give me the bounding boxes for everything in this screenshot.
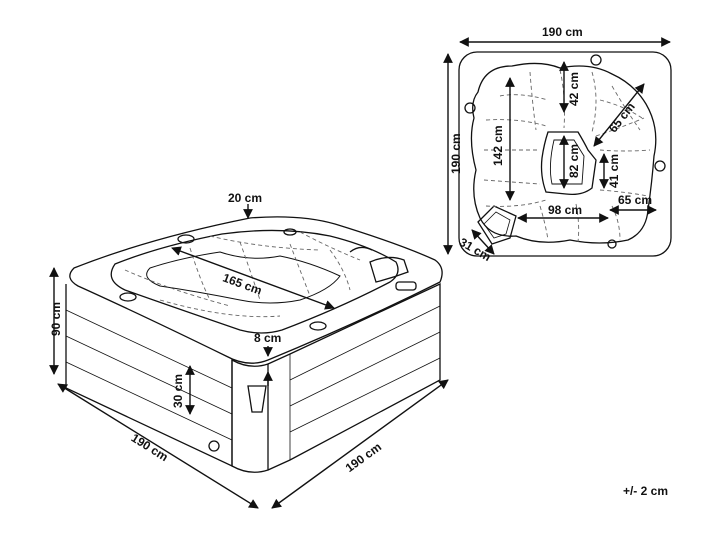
label-seat-depth: 42 cm (567, 72, 581, 106)
top-view-footwell-inner (549, 139, 585, 185)
top-view-dimension-lines (443, 37, 671, 255)
tub-headrest (369, 256, 409, 283)
label-pillow-size: 31 cm (457, 235, 493, 264)
label-top-depth: 190 cm (449, 133, 463, 174)
top-view-jet-2 (590, 54, 602, 66)
tub-panel-slats (65, 305, 441, 460)
label-footwell-width: 98 cm (548, 203, 582, 217)
label-side-width: 190 cm (343, 440, 384, 475)
rim-jet-4 (309, 321, 327, 331)
top-view-jet-1 (464, 102, 476, 114)
top-view-jet-4 (607, 239, 617, 249)
label-center-length: 82 cm (567, 144, 581, 178)
tub-inner-basin (110, 229, 399, 334)
label-tub-height: 90 cm (49, 302, 63, 336)
label-diagonal-seat: 65 cm (606, 100, 638, 135)
corner-light-icon (247, 385, 267, 413)
label-top-width: 190 cm (542, 25, 583, 39)
top-view-footwell (540, 131, 597, 196)
tolerance-note: +/- 2 cm (622, 484, 668, 498)
top-view-outline (458, 51, 672, 257)
label-interior-length: 142 cm (491, 125, 505, 166)
tub-corner-post (231, 358, 269, 473)
label-top-rim-width: 20 cm (228, 191, 262, 205)
top-view-jet-3 (654, 160, 666, 172)
label-step-height: 30 cm (171, 374, 185, 408)
rim-jet-1 (177, 234, 195, 244)
label-front-width: 190 cm (129, 431, 171, 464)
tub-control-panel (395, 281, 417, 291)
rim-jet-3 (119, 292, 137, 302)
rim-handle (349, 246, 373, 253)
tub-front-right-panel (267, 282, 441, 471)
label-rim-thickness: 8 cm (254, 331, 281, 345)
rim-jet-2 (283, 228, 297, 236)
label-step-depth: 41 cm (607, 154, 621, 188)
label-corner-seat: 65 cm (618, 193, 652, 207)
tub-dimension-lines (49, 204, 449, 509)
drain-icon (208, 440, 220, 452)
